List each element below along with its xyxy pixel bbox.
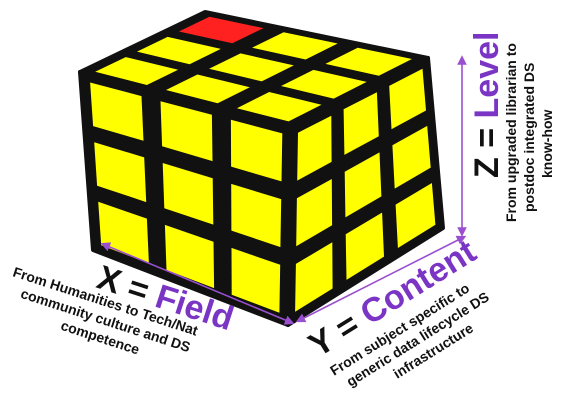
z-desc-line-1: From upgraded librarian to: [503, 43, 519, 222]
z-axis-label: Z = Level: [468, 32, 506, 178]
z-axis-name: Level: [468, 32, 506, 119]
z-axis-title: Z = Level: [468, 32, 506, 178]
z-desc-line-2: postdoc integrated DS: [521, 63, 537, 212]
z-desc-line-3: know-how: [539, 109, 555, 178]
z-axis-prefix: Z =: [468, 118, 506, 178]
z-axis-description: From upgraded librarian to postdoc integ…: [503, 43, 555, 222]
